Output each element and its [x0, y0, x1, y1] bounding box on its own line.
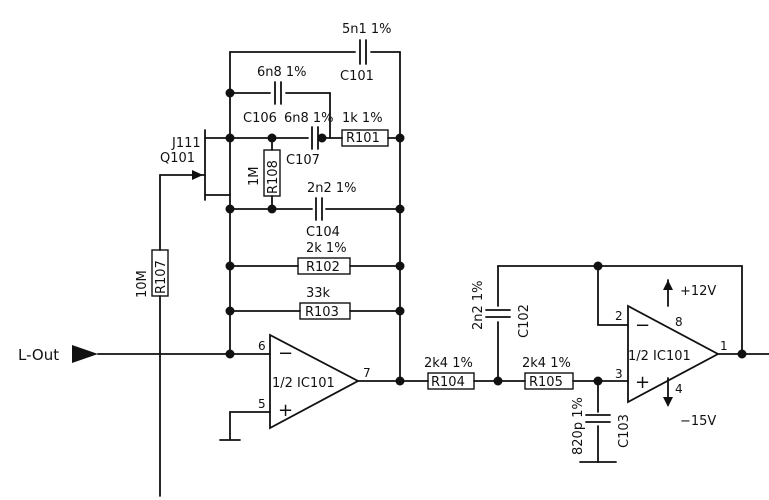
- r103-value: 33k: [306, 286, 331, 301]
- r107-value: 10M: [135, 270, 150, 298]
- resistor-r108: R108 1M: [247, 149, 281, 197]
- supply-negative: −15V: [663, 397, 716, 429]
- capacitor-c102: 2n2 1% C102: [471, 280, 532, 338]
- opamp2-pin4: 4: [675, 382, 683, 396]
- r108-ref: R108: [266, 160, 281, 194]
- r108-value: 1M: [247, 167, 262, 187]
- c104-ref: C104: [306, 225, 340, 240]
- resistor-r107: R107 10M: [135, 249, 169, 298]
- up-arrow-icon: [663, 280, 673, 290]
- opamp1-minus: −: [278, 343, 293, 364]
- input-terminal: L-Out: [18, 345, 98, 364]
- c104-value: 2n2 1%: [307, 181, 357, 196]
- r104-ref: R104: [431, 375, 465, 390]
- capacitor-c101: 5n1 1% C101: [340, 22, 392, 84]
- c103-ref: C103: [617, 414, 632, 448]
- opamp1-plus: +: [278, 400, 293, 421]
- opamp2-pin2: 2: [615, 309, 623, 323]
- opamp-2: − + 1/2 IC101 2 3 1 8 4: [615, 304, 728, 404]
- transistor-q101: J111 Q101: [160, 129, 206, 201]
- opamp2-pin1: 1: [720, 339, 728, 353]
- input-arrow-icon: [72, 345, 98, 363]
- c102-value: 2n2 1%: [471, 280, 486, 330]
- resistor-r102: R102 2k 1%: [297, 241, 351, 275]
- r103-ref: R103: [305, 305, 339, 320]
- r105-value: 2k4 1%: [522, 356, 571, 371]
- c106-ref: C106: [243, 111, 277, 126]
- c107-value: 6n8 1%: [284, 111, 334, 126]
- c103-value: 820p 1%: [571, 397, 586, 455]
- opamp1-pin6: 6: [258, 339, 266, 353]
- r104-value: 2k4 1%: [424, 356, 473, 371]
- capacitor-c107: 6n8 1% C107: [284, 111, 334, 168]
- supply-negative-label: −15V: [680, 414, 716, 429]
- q101-ref: Q101: [160, 151, 195, 166]
- q101-type: J111: [171, 136, 201, 151]
- resistor-r104: R104 2k4 1%: [424, 356, 475, 390]
- wires: [97, 51, 769, 497]
- input-label: L-Out: [18, 346, 59, 364]
- c106-value: 6n8 1%: [257, 65, 307, 80]
- opamp-1: − + 1/2 IC101 6 5 7: [258, 333, 371, 430]
- resistor-r101: R101 1k 1%: [341, 111, 389, 147]
- r107-ref: R107: [154, 260, 169, 294]
- c102-ref: C102: [517, 304, 532, 338]
- r102-value: 2k 1%: [306, 241, 347, 256]
- opamp2-pin3: 3: [615, 367, 623, 381]
- opamp1-label: 1/2 IC101: [272, 376, 335, 391]
- junction-dots: [225, 88, 747, 386]
- supply-positive: +12V: [663, 280, 716, 299]
- r101-ref: R101: [346, 131, 380, 146]
- supply-positive-label: +12V: [680, 284, 716, 299]
- capacitor-c103: 820p 1% C103: [571, 397, 632, 455]
- resistor-r105: R105 2k4 1%: [522, 356, 574, 390]
- c101-value: 5n1 1%: [342, 22, 392, 37]
- gate-arrow-icon: [192, 170, 203, 180]
- opamp1-pin5: 5: [258, 397, 266, 411]
- resistor-r103: R103 33k: [299, 286, 351, 320]
- r101-value: 1k 1%: [342, 111, 383, 126]
- opamp2-pin8: 8: [675, 315, 683, 329]
- opamp1-pin7: 7: [363, 366, 371, 380]
- c101-ref: C101: [340, 69, 374, 84]
- opamp2-minus: −: [635, 315, 650, 336]
- r105-ref: R105: [529, 375, 563, 390]
- opamp2-plus: +: [635, 372, 650, 393]
- down-arrow-icon: [663, 397, 673, 407]
- capacitor-c104: 2n2 1% C104: [306, 181, 357, 240]
- c107-ref: C107: [286, 153, 320, 168]
- r102-ref: R102: [306, 260, 340, 275]
- capacitor-c106: 6n8 1% C106: [243, 65, 307, 126]
- opamp2-label: 1/2 IC101: [628, 349, 691, 364]
